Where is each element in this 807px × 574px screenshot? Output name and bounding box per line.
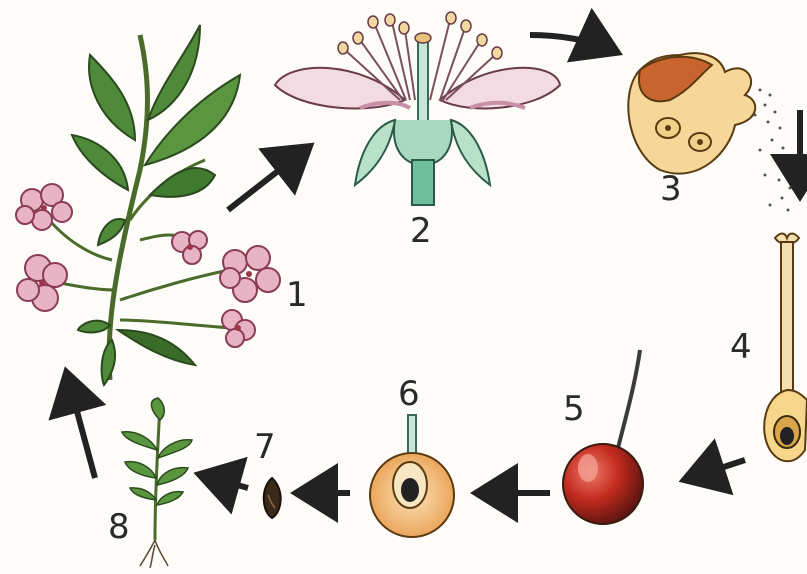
arrow-2-to-3 xyxy=(530,35,612,50)
fruit-section xyxy=(370,415,454,537)
pistil xyxy=(764,234,807,462)
stage-number-3: 3 xyxy=(660,169,682,209)
stage-number-2: 2 xyxy=(410,211,432,251)
flower-section xyxy=(275,12,560,205)
stage-number-6: 6 xyxy=(398,374,420,414)
arrow-1-to-2 xyxy=(228,150,305,210)
cherry-fruit xyxy=(563,350,643,524)
arrow-7-to-8 xyxy=(205,476,248,488)
stage-number-8: 8 xyxy=(108,507,130,547)
arrow-4-to-5 xyxy=(690,460,745,478)
stage-number-4: 4 xyxy=(730,327,752,367)
seedling xyxy=(122,398,192,568)
stage-number-1: 1 xyxy=(286,275,308,315)
seed xyxy=(264,478,281,518)
flowering-branch xyxy=(16,25,280,385)
stage-number-5: 5 xyxy=(563,389,585,429)
anther-pollen xyxy=(628,53,791,211)
stage-number-7: 7 xyxy=(254,427,276,467)
arrow-8-to-1 xyxy=(68,378,95,478)
